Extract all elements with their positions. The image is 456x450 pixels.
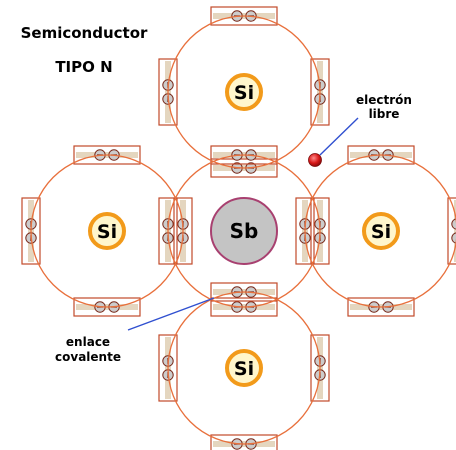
atom-si-bottom: Si <box>225 349 263 387</box>
orbit-top <box>167 15 321 169</box>
title-line-2: TIPO N <box>55 58 112 76</box>
orbit-left <box>30 154 184 308</box>
atom-label: Si <box>97 221 117 243</box>
bond-box-right-right <box>447 197 456 265</box>
title-line-1: Semiconductor <box>21 24 148 42</box>
atom-si-right: Si <box>362 212 400 250</box>
free-electron-label-line-1: electrón <box>356 93 412 107</box>
atom-label: Si <box>371 221 391 243</box>
free-electron <box>308 153 322 167</box>
orbit-layer <box>30 15 456 445</box>
atom-si-top: Si <box>225 73 263 111</box>
orbit-bottom <box>167 291 321 445</box>
atom-label: Sb <box>230 219 259 243</box>
electron-pointer-line <box>319 117 359 156</box>
covalent-bond-label-line-1: enlace <box>66 335 110 349</box>
orbit-right <box>304 154 456 308</box>
free-electron-label-line-2: libre <box>369 107 400 121</box>
bond-box-bottom-bottom <box>210 434 278 450</box>
orbit-center <box>167 154 321 308</box>
atom-si-left: Si <box>88 212 126 250</box>
bond-pointer-line <box>127 297 215 331</box>
covalent-bond-label-line-2: covalente <box>55 350 121 364</box>
atom-label: Si <box>234 82 254 104</box>
atom-sb-center: Sb <box>210 197 278 265</box>
atom-label: Si <box>234 358 254 380</box>
